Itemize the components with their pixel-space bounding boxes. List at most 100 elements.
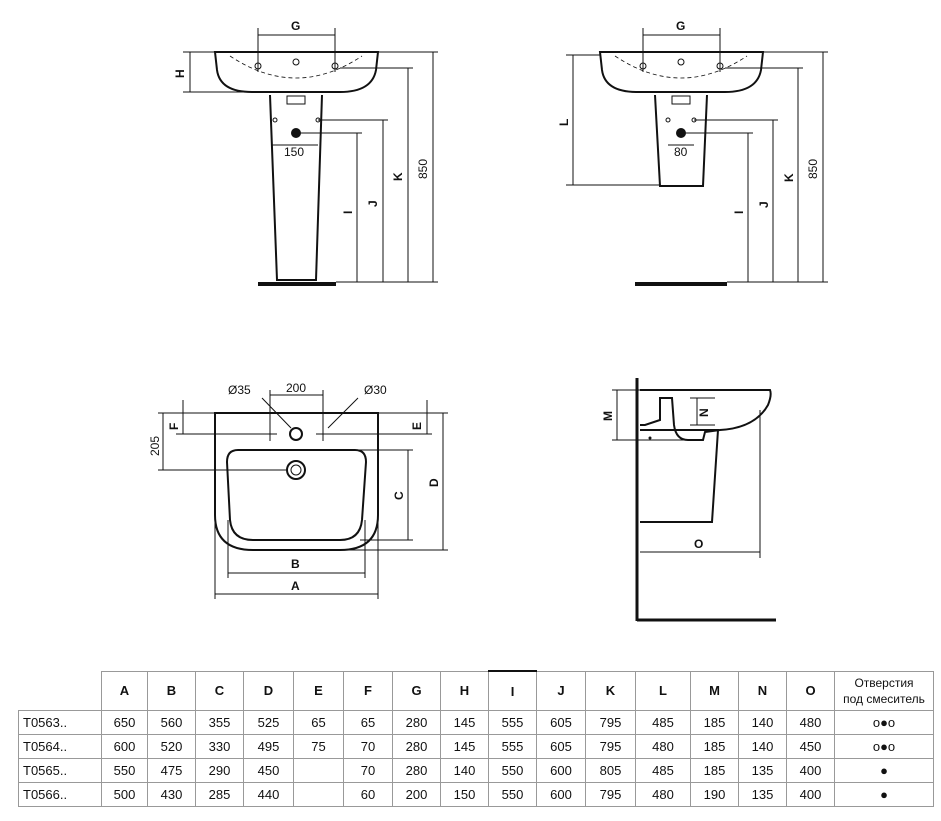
front-view-semipedestal: G L 80 I J K 850 [557, 19, 828, 286]
value-cell: 65 [343, 710, 393, 735]
dim-O: O [694, 537, 703, 551]
value-cell: 135 [738, 782, 787, 807]
value-cell: 75 [293, 734, 344, 759]
value-cell: 600 [101, 734, 148, 759]
value-cell: 795 [585, 782, 636, 807]
dim-A: A [291, 579, 300, 593]
value-cell: 280 [392, 758, 441, 783]
value-cell: 200 [392, 782, 441, 807]
value-cell: 605 [536, 734, 586, 759]
value-cell [293, 782, 344, 807]
mixer-holes-icon: o●o [834, 710, 934, 735]
value-cell: 495 [243, 734, 294, 759]
dim-E: E [410, 422, 424, 430]
value-cell: 500 [101, 782, 148, 807]
value-cell: 605 [536, 710, 586, 735]
drawings: G H 150 I J K 850 G L 80 I J K 850 [148, 19, 828, 622]
dim-B: B [291, 557, 300, 571]
value-cell: 560 [147, 710, 196, 735]
front-view-pedestal: G H 150 I J K 850 [173, 19, 438, 286]
value-cell: 400 [786, 782, 835, 807]
col-header: B [147, 670, 196, 711]
value-cell: 135 [738, 758, 787, 783]
col-header: F [343, 670, 393, 711]
value-cell: 795 [585, 734, 636, 759]
dim-80: 80 [674, 145, 688, 159]
value-cell: 650 [101, 710, 148, 735]
value-cell: 450 [243, 758, 294, 783]
mixer-holes-line2: под смеситель [843, 691, 925, 706]
model-cell: T0566.. [18, 782, 102, 807]
value-cell: 440 [243, 782, 294, 807]
value-cell: 480 [635, 782, 691, 807]
dim-850-2: 850 [806, 159, 820, 179]
value-cell: 280 [392, 710, 441, 735]
mixer-holes-icon: ● [834, 758, 934, 783]
model-cell: T0564.. [18, 734, 102, 759]
value-cell: 805 [585, 758, 636, 783]
plan-view: Ø35 200 Ø30 F 205 E C D B A [148, 381, 448, 599]
value-cell: 145 [440, 710, 489, 735]
value-cell: 400 [786, 758, 835, 783]
dim-F: F [167, 423, 181, 430]
value-cell: 555 [488, 710, 537, 735]
dim-K: K [391, 172, 405, 181]
value-cell: 190 [690, 782, 739, 807]
dim-G-2: G [676, 19, 685, 33]
model-cell: T0565.. [18, 758, 102, 783]
value-cell: 600 [536, 758, 586, 783]
side-view: M N O [601, 378, 776, 622]
col-header: E [293, 670, 344, 711]
value-cell: 65 [293, 710, 344, 735]
mixer-holes-icon: ● [834, 782, 934, 807]
dim-205: 205 [148, 436, 162, 456]
value-cell: 70 [343, 734, 393, 759]
dim-L: L [557, 119, 571, 126]
dim-850: 850 [416, 159, 430, 179]
value-cell: 480 [635, 734, 691, 759]
dim-150: 150 [284, 145, 304, 159]
value-cell: 525 [243, 710, 294, 735]
value-cell: 140 [440, 758, 489, 783]
value-cell: 480 [786, 710, 835, 735]
col-header: D [243, 670, 294, 711]
col-header: N [738, 670, 787, 711]
dim-d30: Ø30 [364, 383, 387, 397]
value-cell: 555 [488, 734, 537, 759]
col-header: G [392, 670, 441, 711]
dim-J: J [366, 200, 380, 207]
dim-N: N [697, 408, 711, 417]
value-cell: 330 [195, 734, 244, 759]
value-cell: 550 [488, 782, 537, 807]
value-cell: 550 [101, 758, 148, 783]
col-header: C [195, 670, 244, 711]
value-cell: 550 [488, 758, 537, 783]
dim-K-2: K [782, 173, 796, 182]
mixer-holes-line1: Отверстия [854, 675, 914, 690]
dim-M: M [601, 411, 615, 421]
value-cell: 475 [147, 758, 196, 783]
dim-G: G [291, 19, 300, 33]
value-cell: 280 [392, 734, 441, 759]
value-cell [293, 758, 344, 783]
value-cell: 290 [195, 758, 244, 783]
value-cell: 150 [440, 782, 489, 807]
mixer-holes-icon: o●o [834, 734, 934, 759]
value-cell: 140 [738, 710, 787, 735]
dim-d35: Ø35 [228, 383, 251, 397]
dim-C: C [392, 491, 406, 500]
value-cell: 795 [585, 710, 636, 735]
col-header: K [585, 670, 636, 711]
col-header: O [786, 670, 835, 711]
col-header: J [536, 670, 586, 711]
value-cell: 485 [635, 710, 691, 735]
corner-cell [18, 671, 102, 711]
value-cell: 430 [147, 782, 196, 807]
value-cell: 70 [343, 758, 393, 783]
